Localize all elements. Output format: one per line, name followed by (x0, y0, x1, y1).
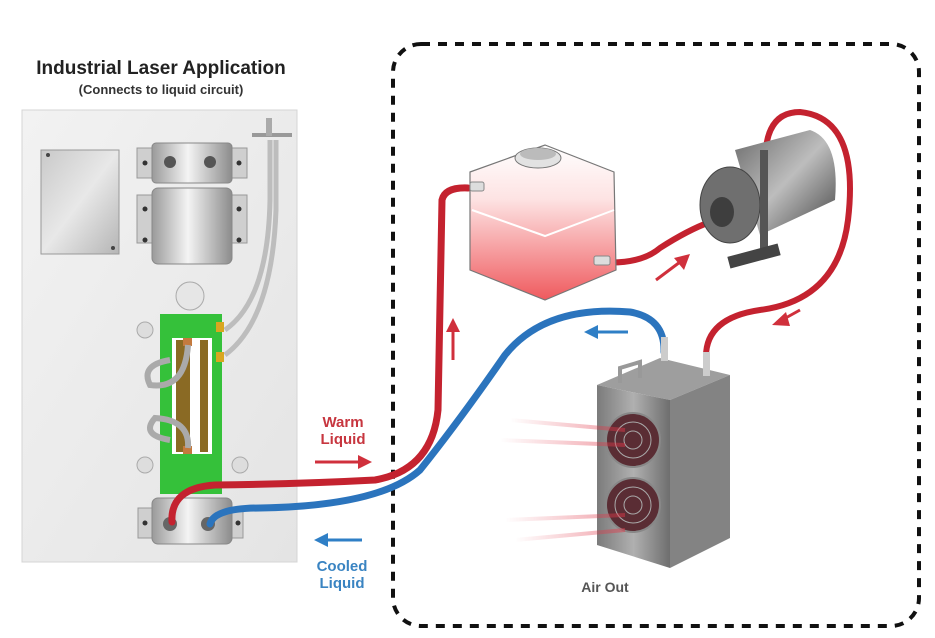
fan-lower (605, 477, 661, 533)
lens (175, 281, 205, 311)
laser-housing (136, 142, 248, 265)
pump (699, 130, 836, 269)
laser-title: Industrial Laser Application (36, 58, 286, 79)
reservoir (469, 144, 617, 301)
cooled-liquid-label: Cooled Liquid (316, 558, 368, 592)
laser-subtitle: (Connects to liquid circuit) (78, 82, 244, 97)
tank-to-pump-hose (599, 219, 712, 266)
cooled-hose (206, 307, 668, 528)
warm-liquid-label: Warm Liquid (320, 414, 366, 448)
arrow-to-pump (655, 260, 681, 282)
flow-arrows (314, 254, 801, 547)
pump-to-radiator-hose (702, 108, 853, 359)
system-boundary (391, 42, 921, 628)
airflow (495, 418, 626, 542)
coolant-fitting (137, 497, 244, 545)
air-out-label: Air Out (581, 579, 629, 595)
warm-hose (168, 184, 472, 526)
laser-panel (21, 109, 298, 563)
laser-cavity (136, 314, 249, 494)
radiator (597, 337, 730, 568)
mirror-plate (40, 149, 120, 255)
fan-upper (605, 412, 661, 468)
